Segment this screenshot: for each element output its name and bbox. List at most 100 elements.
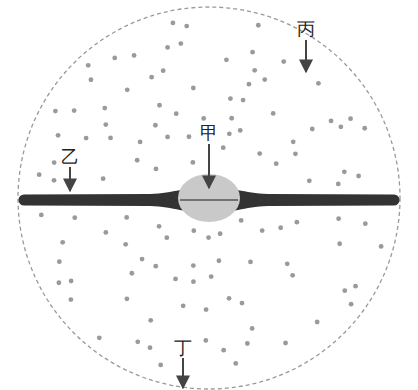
cluster-dot [154, 166, 159, 171]
part-label: 丁 [174, 339, 192, 357]
cluster-dot [72, 215, 77, 220]
cluster-dot [283, 341, 288, 346]
cluster-dot [37, 172, 42, 177]
cluster-dot [108, 136, 113, 141]
cluster-dot [52, 160, 57, 165]
cluster-dot [229, 116, 234, 121]
cluster-dot [294, 220, 299, 225]
cluster-dot [138, 140, 143, 145]
cluster-dot [227, 296, 232, 301]
cluster-dot [158, 363, 163, 368]
cluster-dot [129, 271, 134, 276]
pointer-arrow [208, 144, 210, 188]
cluster-dot [191, 86, 196, 91]
cluster-dot [227, 131, 232, 136]
disk-line [180, 199, 238, 201]
cluster-dot [329, 118, 334, 123]
cluster-dot [316, 81, 321, 86]
cluster-dot [248, 260, 253, 265]
cluster-dot [240, 301, 245, 306]
cluster-dot [293, 151, 298, 156]
cluster-dot [187, 134, 192, 139]
cluster-dot [184, 24, 189, 29]
cluster-dot [135, 158, 140, 163]
cluster-dot [271, 111, 276, 116]
part-label: 丙 [297, 20, 315, 38]
cluster-dot [281, 59, 286, 64]
cluster-dot [221, 348, 226, 353]
cluster-dot [190, 160, 195, 165]
cluster-dot [285, 261, 290, 266]
cluster-dot [102, 106, 107, 111]
cluster-dot [338, 124, 343, 129]
cluster-dot [56, 133, 61, 138]
cluster-dot [307, 178, 312, 183]
cluster-dot [348, 116, 353, 121]
cluster-dot [140, 257, 145, 262]
cluster-dot [349, 302, 354, 307]
cluster-dot [68, 297, 73, 302]
cluster-dot [233, 361, 238, 366]
cluster-dot [174, 111, 179, 116]
cluster-dot [191, 263, 196, 268]
cluster-dot [164, 235, 169, 240]
cluster-dot [336, 216, 341, 221]
cluster-dot [56, 280, 61, 285]
halo-outline [18, 7, 400, 389]
cluster-dot [356, 174, 361, 179]
cluster-dot [153, 123, 158, 128]
cluster-dot [84, 136, 89, 141]
cluster-dot [165, 45, 170, 50]
cluster-dot [72, 108, 77, 113]
cluster-dot [337, 241, 342, 246]
pointer-arrow [182, 358, 184, 388]
cluster-dot [274, 161, 279, 166]
cluster-dot [278, 225, 283, 230]
cluster-dot [39, 213, 44, 218]
cluster-dot [262, 77, 267, 82]
cluster-dot [315, 320, 320, 325]
cluster-dot [124, 215, 129, 220]
cluster-dot [86, 63, 91, 68]
cluster-dot [97, 335, 102, 340]
cluster-dot [203, 338, 208, 343]
cluster-dot [124, 296, 129, 301]
cluster-dot [165, 134, 170, 139]
cluster-dot [362, 126, 367, 131]
cluster-dot [250, 326, 255, 331]
cluster-dot [204, 307, 209, 312]
cluster-dot [149, 75, 154, 80]
cluster-dot [224, 57, 229, 62]
cluster-dot [101, 176, 106, 181]
cluster-dot [103, 122, 108, 127]
cluster-dot [52, 178, 57, 183]
cluster-dot [250, 50, 255, 55]
cluster-dot [178, 41, 183, 46]
cluster-dot [201, 116, 206, 121]
cluster-dot [256, 23, 261, 28]
cluster-dot [245, 341, 250, 346]
globular-clusters [37, 21, 384, 368]
cluster-dot [125, 87, 130, 92]
cluster-dot [132, 53, 137, 58]
cluster-dot [241, 98, 246, 103]
cluster-dot [173, 276, 178, 281]
cluster-dot [228, 96, 233, 101]
cluster-dot [171, 21, 176, 26]
cluster-dot [290, 273, 295, 278]
cluster-dot [206, 235, 211, 240]
cluster-dot [135, 339, 140, 344]
cluster-dot [217, 258, 222, 263]
cluster-dot [252, 68, 257, 73]
cluster-dot [379, 244, 384, 249]
cluster-dot [342, 169, 347, 174]
cluster-dot [260, 228, 265, 233]
cluster-dot [123, 242, 128, 247]
cluster-dot [89, 77, 94, 82]
cluster-dot [148, 345, 153, 350]
part-label: 乙 [61, 148, 79, 166]
cluster-dot [257, 151, 262, 156]
cluster-dot [218, 231, 223, 236]
